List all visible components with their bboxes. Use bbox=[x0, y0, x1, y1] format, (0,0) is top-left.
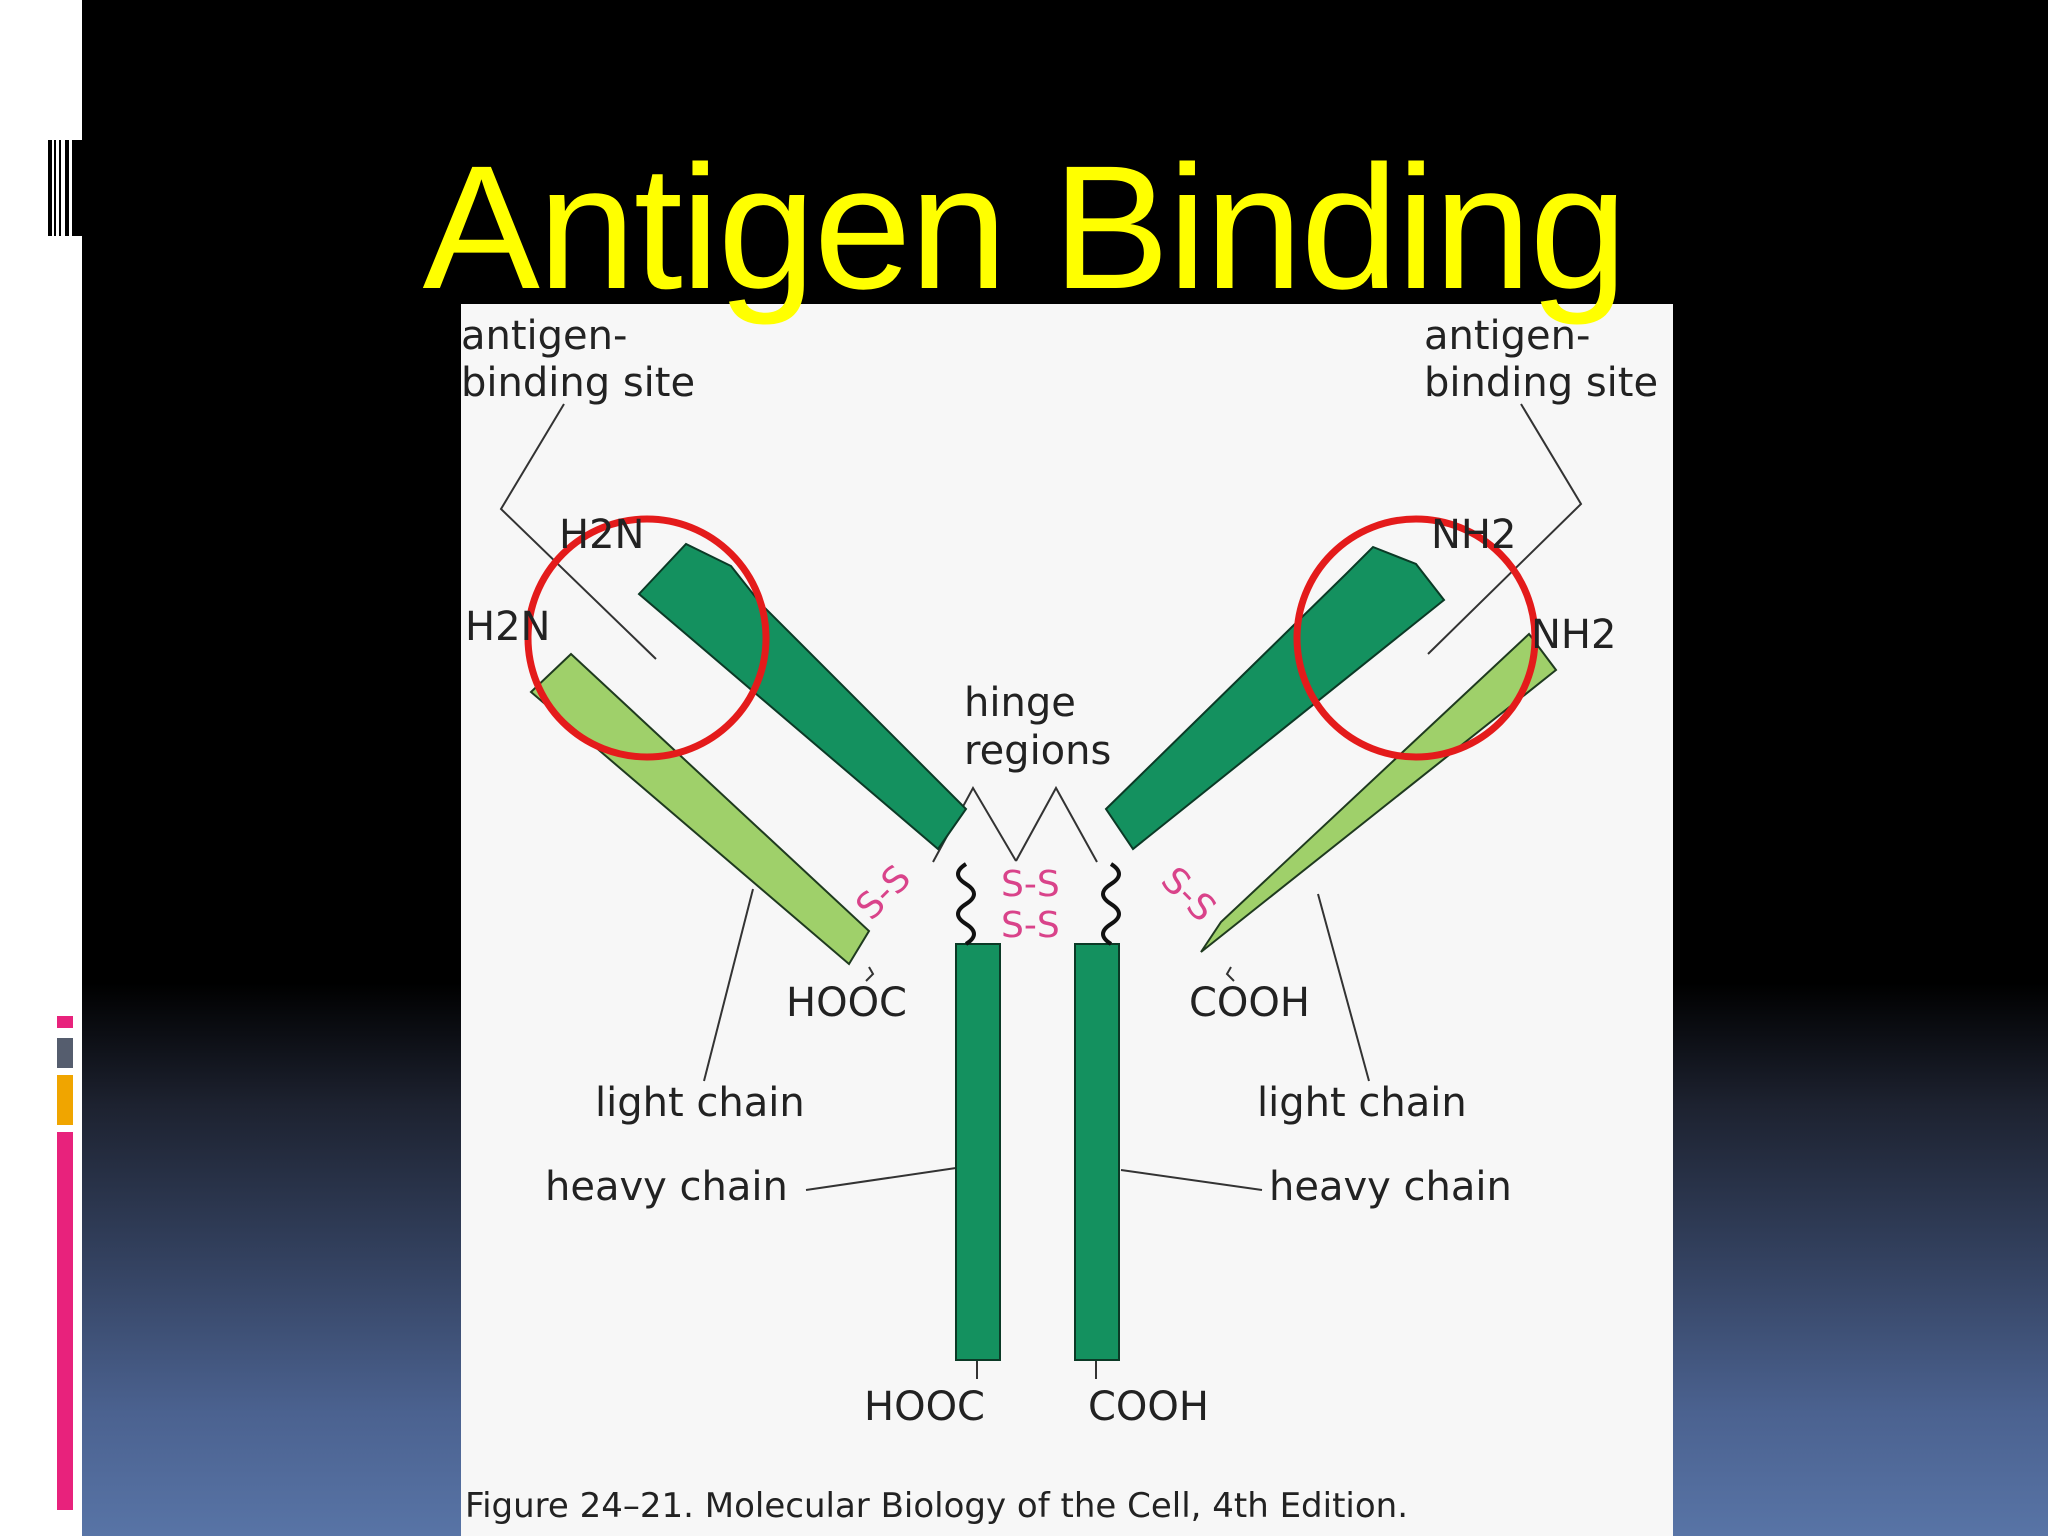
heavy-chain-stem-right bbox=[1074, 943, 1120, 1361]
label-antigen-left-2: binding site bbox=[461, 360, 695, 406]
label-disulfide-center-1: S-S bbox=[1001, 864, 1060, 905]
label-nh2-heavy-right: NH2 bbox=[1431, 512, 1516, 558]
accent-bar bbox=[57, 1075, 73, 1125]
hinge-right bbox=[1101, 862, 1121, 946]
label-antigen-left-1: antigen- bbox=[461, 313, 627, 359]
label-antigen-right-2: binding site bbox=[1424, 360, 1658, 406]
label-h2n-light-left: H2N bbox=[465, 604, 550, 650]
label-hooc-light-left: HOOC bbox=[786, 980, 907, 1026]
accent-bar bbox=[57, 1016, 73, 1028]
antibody-diagram-svg: antigen- binding site antigen- binding s… bbox=[461, 313, 1658, 1526]
label-hooc-bottom: HOOC bbox=[864, 1384, 985, 1430]
heavy-chain-stem-left bbox=[955, 943, 1001, 1361]
accent-bar bbox=[57, 1132, 73, 1510]
highlight-circle-right bbox=[1293, 515, 1539, 761]
leader-line-heavy-right bbox=[1120, 1169, 1263, 1191]
light-chain-right bbox=[1200, 632, 1558, 953]
leader-line-light-left bbox=[703, 888, 754, 1082]
label-h2n-heavy-left: H2N bbox=[559, 512, 644, 558]
label-disulfide-right: S-S bbox=[1153, 859, 1224, 930]
leader-line-hooc-left bbox=[865, 966, 875, 982]
label-light-chain-right: light chain bbox=[1257, 1080, 1467, 1126]
label-cooh-light-right: COOH bbox=[1189, 980, 1310, 1026]
light-chain-left bbox=[529, 652, 871, 966]
leader-line-light-right bbox=[1317, 893, 1370, 1082]
label-disulfide-center-2: S-S bbox=[1001, 905, 1060, 946]
label-nh2-light-right: NH2 bbox=[1531, 612, 1616, 658]
figure-caption: Figure 24–21. Molecular Biology of the C… bbox=[465, 1486, 1408, 1526]
leader-line-hinge-right bbox=[1015, 785, 1098, 863]
label-cooh-bottom: COOH bbox=[1088, 1384, 1209, 1430]
leader-line-cooh-right bbox=[1225, 966, 1235, 982]
hinge-left bbox=[956, 862, 976, 946]
slide-title: Antigen Binding bbox=[422, 130, 1628, 326]
heavy-chain-arm-right bbox=[1104, 545, 1446, 851]
leader-line-binding-site-left bbox=[499, 403, 657, 660]
decorative-bars bbox=[48, 140, 82, 236]
label-heavy-chain-right: heavy chain bbox=[1269, 1164, 1512, 1210]
label-light-chain-left: light chain bbox=[595, 1080, 805, 1126]
label-antigen-right-1: antigen- bbox=[1424, 313, 1590, 359]
highlight-circle-left bbox=[524, 515, 770, 761]
leader-line-heavy-left bbox=[805, 1167, 957, 1191]
leader-lines bbox=[499, 403, 1583, 1379]
label-hinge-2: regions bbox=[964, 728, 1111, 774]
leader-line-binding-site-right bbox=[1427, 403, 1583, 655]
label-heavy-chain-left: heavy chain bbox=[545, 1164, 788, 1210]
label-disulfide-left: S-S bbox=[848, 858, 919, 929]
antibody-figure: antigen- binding site antigen- binding s… bbox=[461, 304, 1673, 1536]
label-hinge-1: hinge bbox=[964, 680, 1076, 726]
accent-bar bbox=[57, 1038, 73, 1068]
